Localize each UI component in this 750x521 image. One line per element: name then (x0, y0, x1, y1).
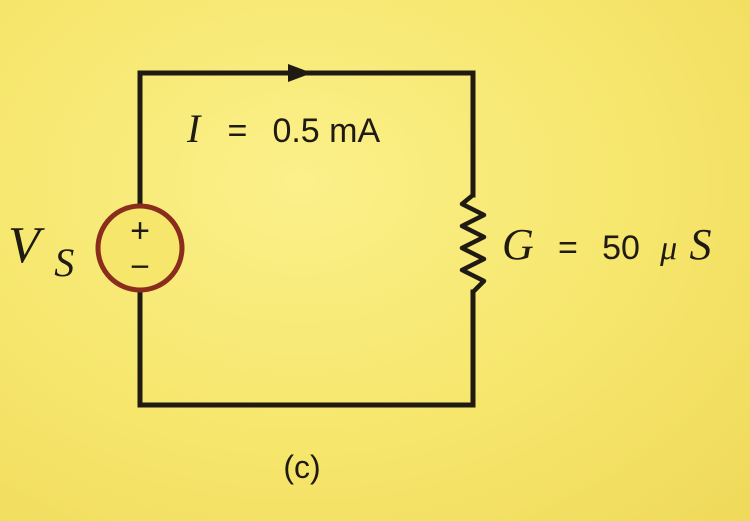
current-label: I = 0.5 mA (186, 106, 380, 151)
source-minus-sign: − (130, 248, 150, 286)
current-symbol: I (186, 106, 202, 151)
zigzag-resistor-icon (459, 192, 487, 295)
voltage-source-icon (95, 203, 185, 293)
source-subscript: S (54, 240, 74, 285)
source-symbol: V (8, 217, 45, 274)
conductance-unit-prefix: μ (659, 230, 677, 267)
conductance-unit: S (689, 220, 711, 269)
conductance-equals: = (558, 229, 578, 267)
conductance-number: 50 (602, 229, 640, 267)
figure-caption: (c) (283, 449, 320, 485)
conductance-label: G = 50 μ S (502, 220, 711, 269)
source-label: V S (8, 216, 74, 285)
current-value: 0.5 mA (272, 112, 380, 150)
arrow-right-icon (288, 64, 312, 82)
conductance-symbol: G (502, 220, 534, 269)
current-equals: = (227, 112, 247, 150)
source-plus-sign: + (130, 212, 150, 250)
